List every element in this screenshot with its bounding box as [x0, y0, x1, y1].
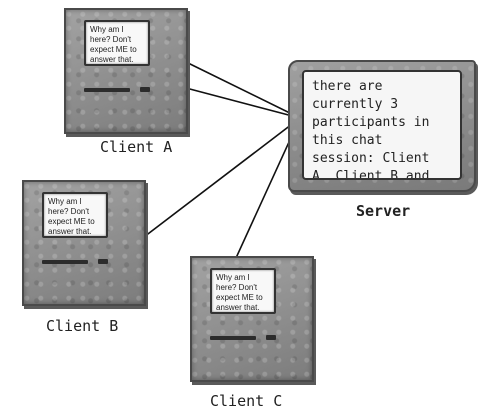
client-c-disk-drive [210, 336, 256, 340]
server-screen: there are currently 3 participants in th… [302, 70, 462, 180]
client-a-label: Client A [100, 138, 173, 156]
client-c-screen: Why am I here? Don't expect ME to answer… [210, 268, 276, 314]
client-b-disk-drive [42, 260, 88, 264]
client-b-computer: Why am I here? Don't expect ME to answer… [22, 180, 146, 306]
client-a-computer: Why am I here? Don't expect ME to answer… [64, 8, 188, 134]
client-c-computer: Why am I here? Don't expect ME to answer… [190, 256, 314, 382]
client-b-screen: Why am I here? Don't expect ME to answer… [42, 192, 108, 238]
client-a-disk-drive [84, 88, 130, 92]
client-c-label: Client C [210, 392, 283, 410]
client-a-indicator [140, 87, 150, 92]
client-b-label: Client B [46, 317, 119, 335]
client-b-indicator [98, 259, 108, 264]
client-c-indicator [266, 335, 276, 340]
client-a-screen: Why am I here? Don't expect ME to answer… [84, 20, 150, 66]
link-client-b-server [139, 117, 301, 241]
server-computer: there are currently 3 participants in th… [288, 60, 476, 192]
link-client-a-server-lower [185, 87, 301, 119]
link-client-a-server [185, 61, 301, 119]
server-label: Server [356, 202, 411, 220]
